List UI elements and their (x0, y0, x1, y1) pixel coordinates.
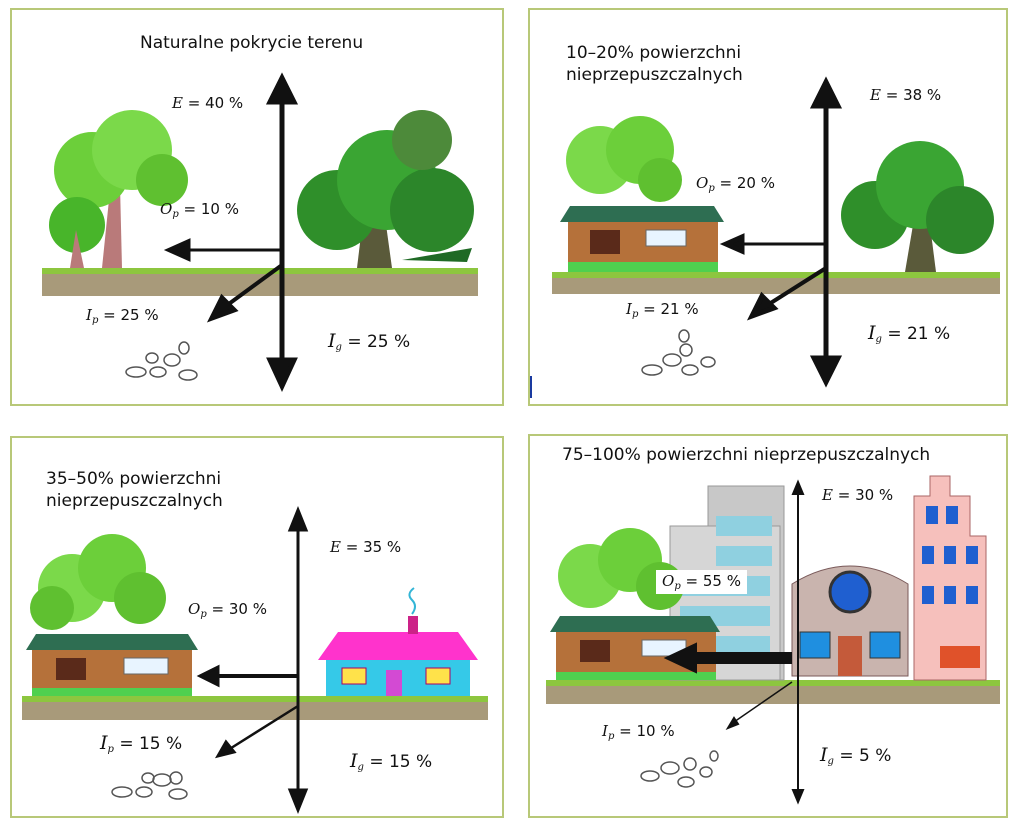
panel-35-50-impervious: 35–50% powierzchni nieprzepuszczalnych E… (10, 436, 504, 818)
arrow-left-runoff (719, 233, 745, 255)
arrow-left-runoff (163, 238, 191, 262)
ground-grass (22, 696, 488, 702)
panel-natural-cover: Naturalne pokrycie terenu E = 40 % Op = … (10, 8, 504, 406)
arrow-down-groundwater (287, 788, 309, 815)
ground-soil (552, 278, 1000, 294)
arrow-diag-interflow (725, 716, 740, 731)
arrow-up-evaporation (287, 505, 309, 532)
arrow-up-evaporation (791, 479, 805, 495)
ground-grass (552, 272, 1000, 278)
evaporation-label: E = 30 % (822, 486, 894, 504)
panel-2-illustration (530, 76, 1000, 398)
panel-4-illustration (546, 475, 1000, 805)
tree-right-icon (841, 141, 994, 272)
flow-arrows (196, 505, 309, 815)
tree-left-icon (558, 528, 684, 610)
house-icon (550, 616, 720, 680)
flow-arrows (163, 72, 299, 392)
interflow-label: Ip = 25 % (86, 306, 159, 326)
pebbles-icon (640, 750, 719, 788)
interflow-label: Ip = 10 % (602, 722, 675, 742)
panel-title: 10–20% powierzchni nieprzepuszczalnych (566, 43, 743, 85)
house-left-icon (26, 634, 198, 696)
ground-soil (22, 702, 488, 720)
flow-arrows (663, 479, 805, 805)
surface-runoff-label: Op = 20 % (696, 174, 775, 194)
panel-75-100-impervious: 75–100% powierzchni nieprzepuszczalnych … (528, 434, 1008, 818)
pebbles-icon (641, 329, 716, 376)
pebbles-icon (111, 771, 188, 800)
ground-grass (546, 680, 1000, 686)
house-right-icon (318, 587, 478, 696)
arrow-diag-interflow (746, 291, 779, 321)
domed-building-icon (791, 565, 909, 677)
panel-3-illustration (22, 505, 488, 815)
arrow-up-evaporation (265, 72, 299, 105)
arrow-diag-interflow (214, 739, 237, 759)
interflow-label: Ip = 21 % (626, 300, 699, 320)
surface-runoff-label: Op = 10 % (160, 200, 239, 220)
panel-1-illustration (42, 72, 478, 392)
arrow-down-groundwater (791, 789, 805, 805)
arrow-down-groundwater (266, 357, 298, 392)
arrow-up-evaporation (809, 76, 843, 109)
groundwater-label: Ig = 5 % (820, 744, 892, 767)
pebbles-icon (125, 341, 198, 381)
surface-runoff-label: Op = 30 % (188, 600, 267, 620)
house-icon (560, 206, 724, 272)
interflow-label: Ip = 15 % (100, 732, 183, 755)
tree-right-icon (297, 110, 474, 268)
groundwater-label: Ig = 15 % (350, 750, 433, 773)
arrow-diag-interflow (206, 293, 239, 323)
tree-left-icon (566, 116, 682, 202)
evaporation-label: E = 38 % (870, 86, 942, 104)
panel-title: Naturalne pokrycie terenu (140, 33, 364, 53)
tall-building-icon (913, 475, 987, 681)
tree-left-icon (30, 534, 166, 630)
groundwater-label: Ig = 21 % (868, 322, 951, 345)
arrow-left-runoff (663, 642, 697, 674)
tree-left-icon (49, 110, 188, 268)
evaporation-label: E = 35 % (330, 538, 402, 556)
evaporation-label: E = 40 % (172, 94, 244, 112)
ground-soil (42, 272, 478, 296)
arrow-down-groundwater (809, 355, 843, 388)
panel-10-20-impervious: 10–20% powierzchni nieprzepuszczalnych E… (528, 8, 1008, 406)
groundwater-label: Ig = 25 % (328, 330, 411, 353)
surface-runoff-label: Op = 55 % (656, 570, 747, 594)
panel-title: 75–100% powierzchni nieprzepuszczalnych (562, 445, 931, 465)
panel-title: 35–50% powierzchni nieprzepuszczalnych (46, 469, 223, 511)
ground-grass (42, 268, 478, 274)
flow-arrows (719, 76, 843, 388)
arrow-left-runoff (196, 664, 220, 688)
